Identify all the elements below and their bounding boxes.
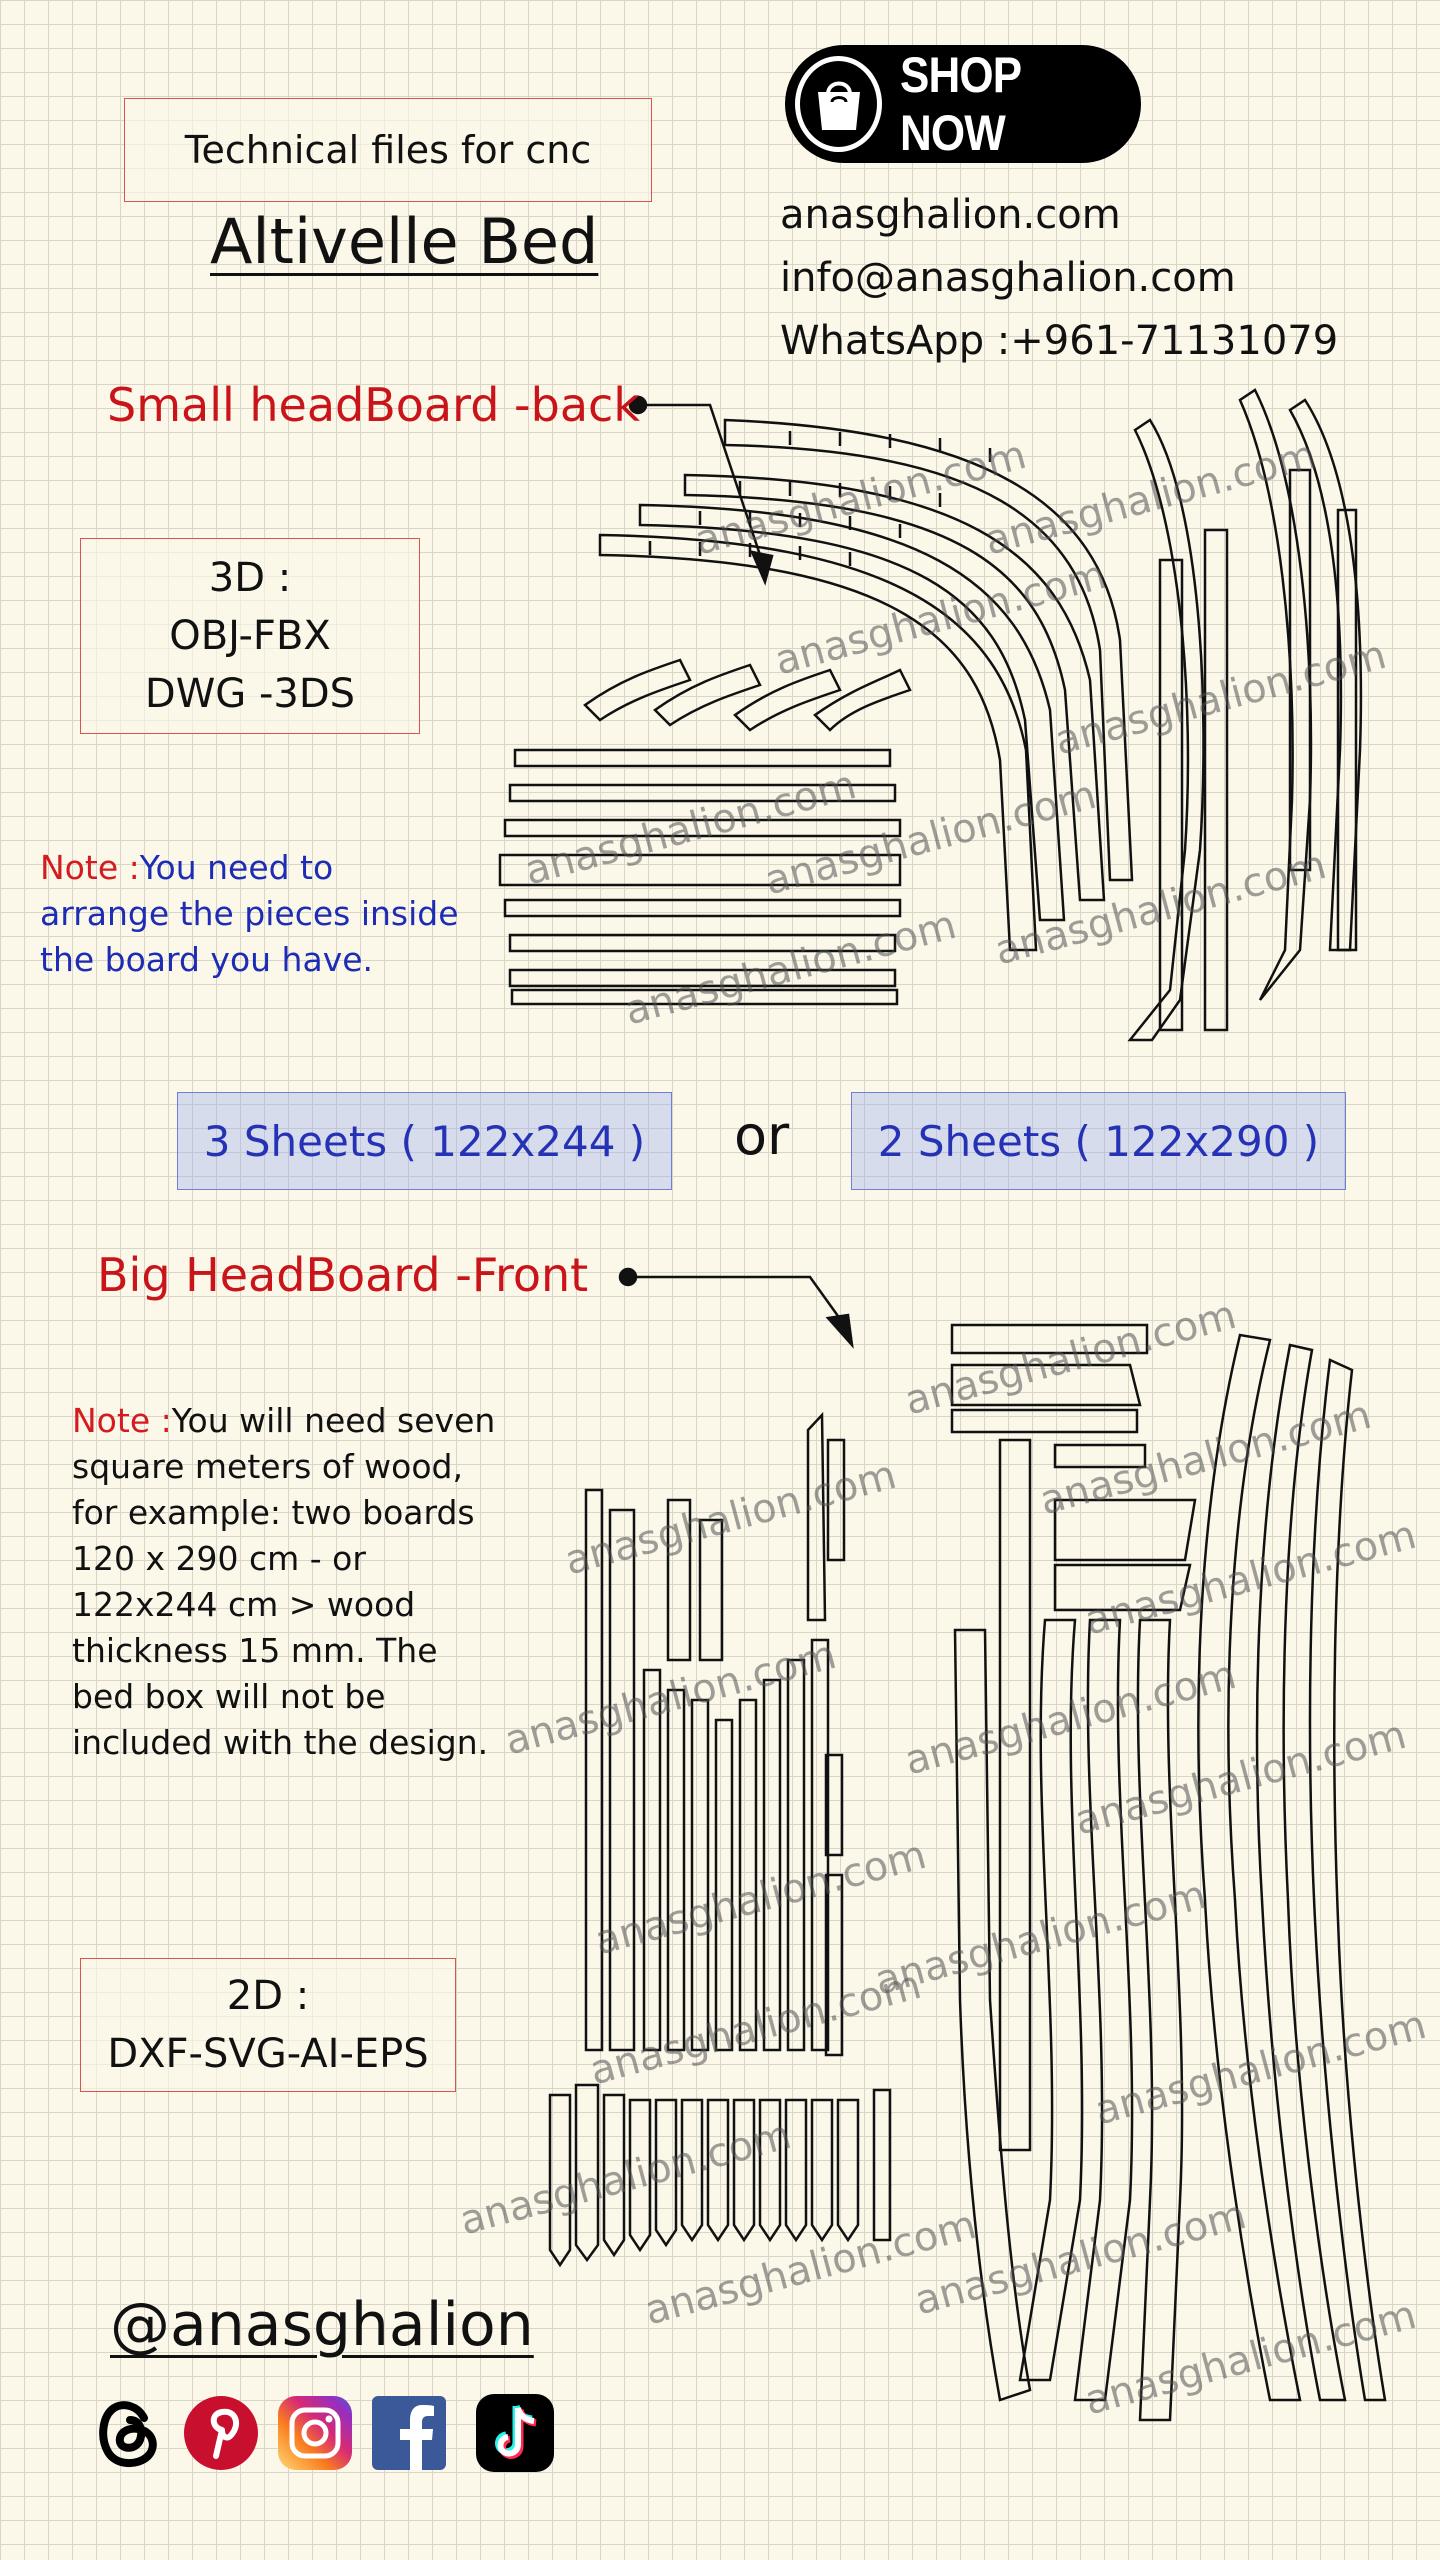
facebook-icon[interactable] bbox=[368, 2392, 450, 2474]
technical-files-text: Technical files for cnc bbox=[184, 128, 592, 172]
3d-formats-box: 3D : OBJ-FBX DWG -3DS bbox=[80, 538, 420, 734]
note-label: Note : bbox=[40, 848, 140, 887]
sheet-option-label: 2 Sheets ( 122x290 ) bbox=[877, 1116, 1320, 1166]
note-line: for example: two boards bbox=[72, 1493, 475, 1532]
shop-now-label: SHOP NOW bbox=[900, 47, 1021, 161]
instagram-icon[interactable] bbox=[274, 2392, 356, 2474]
email-link[interactable]: info@anasghalion.com bbox=[780, 255, 1236, 301]
social-handle[interactable]: @anasghalion bbox=[110, 2290, 534, 2360]
sheet-option-label: 3 Sheets ( 122x244 ) bbox=[203, 1116, 646, 1166]
note-label: Note : bbox=[72, 1401, 172, 1440]
shop-now-button[interactable]: SHOP NOW bbox=[785, 45, 1141, 163]
3d-format-heading: 3D : bbox=[208, 555, 292, 601]
note-line: the board you have. bbox=[40, 940, 374, 979]
note-line: bed box will not be bbox=[72, 1677, 386, 1716]
shopping-bag-icon bbox=[795, 56, 883, 152]
or-separator: or bbox=[734, 1104, 790, 1167]
note-line: square meters of wood, bbox=[72, 1447, 463, 1486]
big-headboard-note: Note :You will need seven square meters … bbox=[72, 1398, 495, 1766]
note-line: arrange the pieces inside bbox=[40, 894, 459, 933]
3d-format-line: DWG -3DS bbox=[144, 671, 356, 717]
2d-format-heading: 2D : bbox=[226, 1973, 310, 2019]
sheet-option-2-sheets: 2 Sheets ( 122x290 ) bbox=[851, 1092, 1346, 1190]
tiktok-icon[interactable] bbox=[474, 2392, 556, 2474]
whatsapp-link[interactable]: WhatsApp :+961-71131079 bbox=[780, 318, 1339, 364]
threads-icon[interactable] bbox=[88, 2392, 170, 2474]
big-headboard-title: Big HeadBoard -Front bbox=[97, 1248, 589, 1302]
technical-files-label: Technical files for cnc bbox=[124, 98, 652, 202]
sheet-option-3-sheets: 3 Sheets ( 122x244 ) bbox=[177, 1092, 672, 1190]
note-line: 120 x 290 cm - or bbox=[72, 1539, 366, 1578]
pinterest-icon[interactable] bbox=[180, 2392, 262, 2474]
product-title: Altivelle Bed bbox=[210, 205, 599, 278]
2d-formats-box: 2D : DXF-SVG-AI-EPS bbox=[80, 1958, 456, 2092]
note-line: 122x244 cm > wood bbox=[72, 1585, 416, 1624]
small-headboard-title: Small headBoard -back bbox=[107, 378, 640, 432]
website-link[interactable]: anasghalion.com bbox=[780, 192, 1121, 238]
2d-format-line: DXF-SVG-AI-EPS bbox=[107, 2031, 429, 2077]
note-line: You need to bbox=[139, 848, 334, 887]
note-line: included with the design. bbox=[72, 1723, 489, 1762]
note-line: You will need seven bbox=[171, 1401, 496, 1440]
3d-format-line: OBJ-FBX bbox=[169, 613, 331, 659]
small-headboard-note: Note :You need to arrange the pieces ins… bbox=[40, 845, 459, 983]
note-line: thickness 15 mm. The bbox=[72, 1631, 438, 1670]
